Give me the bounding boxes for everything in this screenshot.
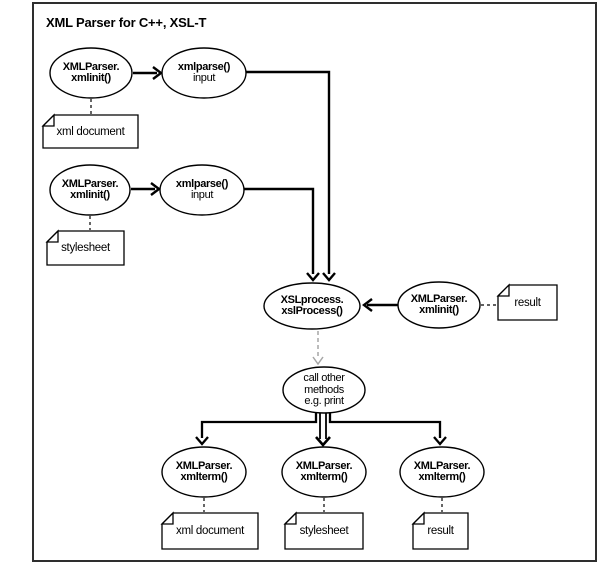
document-shape-result-top — [496, 283, 558, 321]
arrow-callother-to-term-right — [328, 411, 447, 446]
arrow-init-to-parse-second — [131, 182, 161, 196]
dashed-connectors — [89, 99, 497, 512]
node-xmlinit-result — [397, 281, 481, 329]
node-xmlterm-result — [399, 446, 485, 498]
arrow-parse-top-to-xslprocess — [246, 70, 336, 282]
arrow-xslprocess-to-callother — [312, 331, 324, 366]
node-call-other-methods — [282, 366, 366, 414]
arrow-parse-second-to-xslprocess — [244, 187, 320, 282]
arrow-init-to-parse-top — [133, 66, 163, 80]
node-xmlparse-document — [161, 47, 247, 99]
document-shape-stylesheet-top — [45, 229, 125, 266]
arrow-callother-to-term-middle — [315, 411, 331, 447]
arrow-callother-to-term-left — [195, 411, 318, 446]
document-shape-result-bottom — [411, 511, 469, 550]
node-xmlinit-document — [49, 47, 133, 99]
node-xmlinit-stylesheet — [49, 164, 131, 216]
document-shape-stylesheet-bottom — [283, 511, 364, 550]
document-shape-xml-document-bottom — [160, 511, 259, 550]
node-xmlterm-stylesheet — [281, 446, 367, 498]
figure-title: XML Parser for C++, XSL-T — [46, 15, 207, 30]
node-xslprocess — [263, 282, 361, 330]
arrow-init-result-to-xslprocess — [362, 298, 398, 312]
figure-border — [32, 2, 597, 562]
document-shape-xml-document-top — [41, 113, 139, 149]
node-xmlparse-stylesheet — [159, 164, 245, 216]
node-xmlterm-document — [161, 446, 247, 498]
